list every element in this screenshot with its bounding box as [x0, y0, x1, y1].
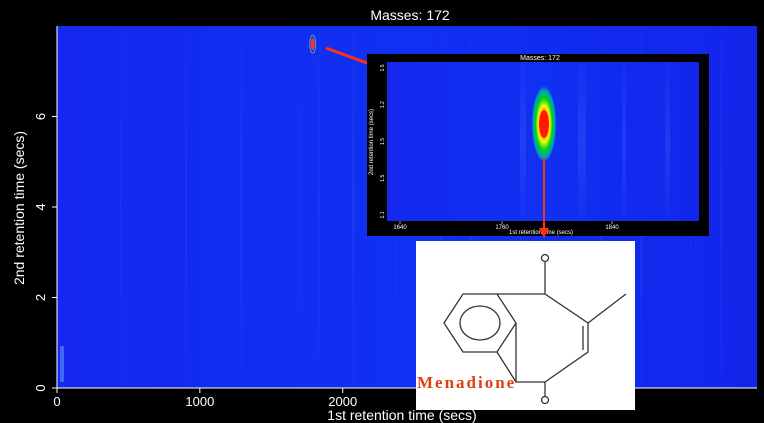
main-y-tick-label: 0	[33, 384, 48, 391]
inset-y-tick-label: 1.5	[380, 64, 386, 71]
main-plot-peaks	[309, 34, 317, 54]
main-y-ticks: 0 2 4 6	[33, 113, 57, 392]
main-streak	[300, 26, 301, 388]
inset-streak	[578, 62, 586, 221]
inset-y-tick-label: 1.2	[380, 101, 386, 108]
main-streak	[720, 26, 722, 388]
inset-y-tick-label: 1.5	[380, 175, 386, 182]
main-ylabel: 2nd retention time (secs)	[11, 131, 27, 285]
main-y-tick-label: 4	[33, 203, 48, 210]
inset-streak	[622, 62, 626, 221]
inset-plot-streaks	[520, 62, 670, 221]
main-title: Masses: 172	[370, 7, 450, 23]
inset-streak	[520, 62, 526, 221]
main-streak	[120, 26, 121, 388]
main-x-tick-label: 0	[53, 394, 60, 409]
inset-xlabel: 1st retention time (secs)	[509, 230, 573, 236]
main-x-tick-label: 1000	[185, 394, 214, 409]
main-peak-halo	[309, 34, 317, 54]
main-streak	[240, 26, 243, 388]
main-streak	[318, 26, 320, 388]
molecule-name: Menadione	[417, 373, 516, 392]
main-streak	[352, 26, 355, 388]
inset-x-tick-label: 1840	[605, 225, 619, 231]
inset-streak	[665, 62, 670, 221]
main-peak	[310, 38, 315, 51]
inset-peak-core	[539, 110, 549, 138]
inset-y-tick-label: 1.1	[380, 211, 386, 218]
main-xlabel: 1st retention time (secs)	[327, 407, 476, 423]
inset-title: Masses: 172	[520, 55, 560, 62]
main-streak	[185, 26, 187, 388]
molecule-structure: Menadione	[416, 241, 635, 410]
main-y-tick-label: 6	[33, 113, 48, 120]
main-x-tick-label: 2000	[328, 394, 357, 409]
inset-x-tick-label: 1640	[393, 225, 407, 231]
main-plot-lowbar	[60, 346, 64, 382]
main-y-tick-label: 2	[33, 294, 48, 301]
inset-plot: Masses: 172 1st retention time (secs) 2n…	[367, 54, 709, 236]
menadione-structure-drawing	[443, 253, 627, 405]
inset-ylabel: 2nd retention time (secs)	[369, 109, 375, 175]
inset-y-ticks: 1.5 1.2 1.5 1.5 1.1	[380, 64, 386, 218]
inset-x-ticks: 1640 1760 1840	[393, 221, 619, 231]
inset-x-tick-label: 1760	[495, 225, 509, 231]
inset-y-tick-label: 1.5	[380, 138, 386, 145]
